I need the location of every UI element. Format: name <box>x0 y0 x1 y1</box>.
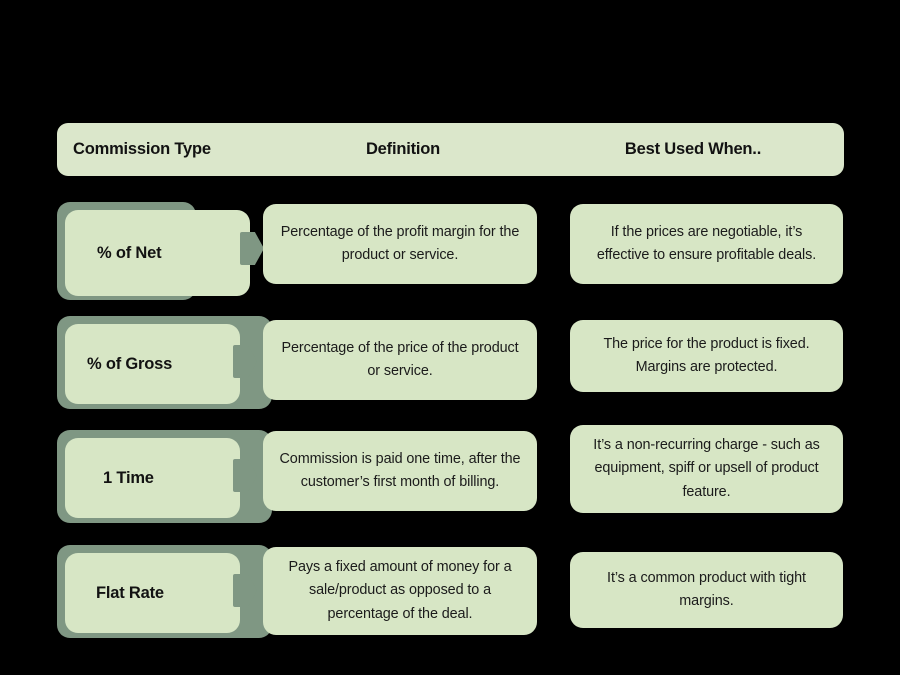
definition-card[interactable]: Pays a fixed amount of money for a sale/… <box>263 547 537 635</box>
column-header-definition: Definition <box>365 140 441 158</box>
best-used-when-text: It’s a common product with tight margins… <box>607 569 806 609</box>
definition-card[interactable]: Commission is paid one time, after the c… <box>263 431 537 511</box>
definition-card[interactable]: Percentage of the price of the product o… <box>263 320 537 400</box>
commission-type-card[interactable]: Flat Rate <box>65 553 240 633</box>
commission-type-label: % of Net <box>97 243 162 262</box>
definition-text: Percentage of the price of the product o… <box>281 339 519 379</box>
column-header-best-used-when: Best Used When.. <box>624 140 762 158</box>
commission-type-card[interactable]: % of Gross <box>65 324 240 404</box>
best-used-when-card[interactable]: If the prices are negotiable, it’s effec… <box>570 204 843 284</box>
commission-type-card[interactable]: 1 Time <box>65 438 240 518</box>
row-arrow-icon <box>240 232 264 265</box>
best-used-when-card[interactable]: The price for the product is fixed. Marg… <box>570 320 843 392</box>
commission-type-label: % of Gross <box>87 354 173 373</box>
best-used-when-card[interactable]: It’s a common product with tight margins… <box>570 552 843 628</box>
definition-text: Percentage of the profit margin for the … <box>280 223 520 263</box>
best-used-when-text: If the prices are negotiable, it’s effec… <box>596 223 817 263</box>
column-header-commission-type: Commission Type <box>73 140 211 158</box>
commission-type-card[interactable]: % of Net <box>65 210 250 296</box>
table-header-band: Commission Type Definition Best Used Whe… <box>57 123 844 176</box>
best-used-when-card[interactable]: It’s a non-recurring charge - such as eq… <box>570 425 843 513</box>
definition-text: Pays a fixed amount of money for a sale/… <box>288 559 512 622</box>
best-used-when-text: The price for the product is fixed. Marg… <box>603 335 810 375</box>
best-used-when-text: It’s a non-recurring charge - such as eq… <box>593 437 820 500</box>
definition-card[interactable]: Percentage of the profit margin for the … <box>263 204 537 284</box>
commission-type-label: Flat Rate <box>96 583 164 602</box>
commission-type-label: 1 Time <box>103 468 154 487</box>
definition-text: Commission is paid one time, after the c… <box>279 450 521 490</box>
